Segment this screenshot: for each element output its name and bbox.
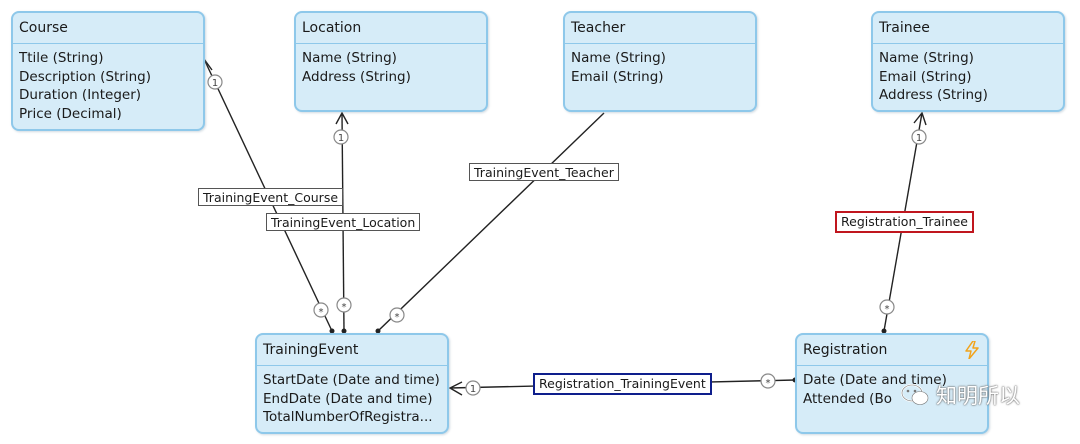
multiplicity-one-course: 1: [207, 74, 223, 90]
entity-title: Trainee: [873, 13, 1063, 44]
association-label-training-event-course[interactable]: TrainingEvent_Course: [198, 188, 344, 206]
attribute[interactable]: Name (String): [571, 50, 666, 66]
arrowhead-location: [335, 111, 349, 125]
entity-title: TrainingEvent: [257, 335, 447, 366]
entity-teacher[interactable]: Teacher Name (String) Email (String): [563, 11, 757, 112]
association-label-training-event-location[interactable]: TrainingEvent_Location: [266, 213, 421, 231]
multiplicity-many-registration: *: [760, 373, 776, 389]
svg-text:*: *: [885, 304, 890, 315]
entity-title: Registration: [797, 335, 987, 366]
attribute[interactable]: Name (String): [879, 50, 974, 66]
attribute-list: Name (String) Email (String): [565, 44, 755, 86]
multiplicity-one-location: 1: [333, 129, 349, 145]
association-label-registration-trainee[interactable]: Registration_Trainee: [835, 211, 975, 233]
svg-text:1: 1: [916, 133, 922, 144]
line-training-event-teacher[interactable]: [377, 112, 605, 332]
arrowhead-training-event: [448, 381, 463, 396]
svg-text:*: *: [395, 312, 400, 323]
multiplicity-many-course: *: [313, 302, 329, 318]
entity-title: Course: [13, 13, 203, 44]
entity-course[interactable]: Course Ttile (String) Description (Strin…: [11, 11, 205, 131]
attribute[interactable]: StartDate (Date and time): [263, 372, 440, 388]
svg-text:1: 1: [212, 78, 218, 89]
multiplicity-many-teacher: *: [389, 307, 405, 323]
entity-registration[interactable]: Registration Date (Date and time) Attend…: [795, 333, 989, 434]
entity-trainee[interactable]: Trainee Name (String) Email (String) Add…: [871, 11, 1065, 112]
attribute[interactable]: Address (String): [879, 87, 988, 103]
attribute[interactable]: Duration (Integer): [19, 87, 142, 103]
end-dot: [341, 328, 347, 334]
watermark-text: 知明所以: [936, 384, 1020, 408]
arrowhead-trainee: [913, 111, 927, 126]
end-dot: [329, 328, 335, 334]
wechat-icon: [901, 384, 929, 405]
attribute[interactable]: Ttile (String): [19, 50, 104, 66]
svg-text:*: *: [319, 307, 324, 318]
attribute[interactable]: EndDate (Date and time): [263, 390, 433, 407]
association-label-training-event-teacher[interactable]: TrainingEvent_Teacher: [469, 163, 619, 181]
entity-location[interactable]: Location Name (String) Address (String): [294, 11, 488, 112]
svg-text:*: *: [766, 378, 771, 389]
lightning-icon: [965, 341, 979, 359]
association-label-registration-training-event[interactable]: Registration_TrainingEvent: [533, 373, 712, 395]
attribute[interactable]: Address (String): [302, 68, 411, 85]
multiplicity-many-location: *: [336, 297, 352, 313]
attribute[interactable]: TotalNumberOfRegistra...: [263, 409, 433, 425]
entity-title: Location: [296, 13, 486, 44]
entity-training-event[interactable]: TrainingEvent StartDate (Date and time) …: [255, 333, 449, 434]
attribute[interactable]: Price (Decimal): [19, 105, 122, 122]
multiplicity-many-trainee: *: [879, 299, 895, 315]
attribute[interactable]: Description (String): [19, 68, 152, 85]
watermark: 知明所以: [900, 380, 1020, 410]
multiplicity-one-training-event: 1: [465, 380, 481, 396]
attribute[interactable]: Email (String): [571, 68, 664, 85]
end-dot: [881, 328, 887, 334]
attribute-list: StartDate (Date and time) EndDate (Date …: [257, 366, 447, 427]
svg-text:1: 1: [338, 133, 344, 144]
attribute-list: Name (String) Email (String) Address (St…: [873, 44, 1063, 105]
end-dot: [375, 328, 381, 334]
multiplicity-one-trainee: 1: [911, 129, 927, 145]
attribute-list: Ttile (String) Description (String) Dura…: [13, 44, 203, 123]
attribute[interactable]: Email (String): [879, 68, 972, 85]
entity-title: Teacher: [565, 13, 755, 44]
svg-text:*: *: [342, 302, 347, 313]
svg-text:1: 1: [470, 384, 476, 395]
attribute[interactable]: Name (String): [302, 50, 397, 66]
attribute-list: Name (String) Address (String): [296, 44, 486, 86]
